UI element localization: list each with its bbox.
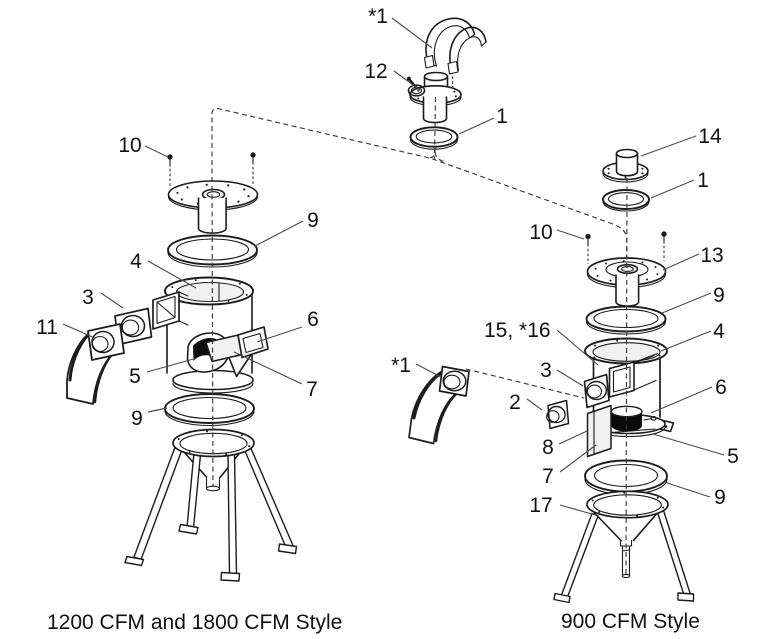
right-o-ring-upper (585, 305, 667, 335)
callout-top-oring: 1 (458, 105, 508, 135)
part-label-right-oring-lower: 9 (714, 486, 726, 509)
assembly-connector-lines (211, 107, 628, 399)
left-o-ring-lower (164, 393, 255, 427)
part-label-right-oring-top: 1 (697, 169, 709, 192)
callout-right-cap: 14 (640, 125, 722, 157)
part-label-right-oring-upper: 9 (713, 284, 725, 307)
callout-left-gasket: 3 (82, 286, 124, 309)
callout-right-elbow: *1 (391, 354, 442, 378)
callout-right-door: 8 (542, 430, 588, 459)
left-assembly (124, 152, 298, 582)
left-cyclone-body (152, 276, 269, 394)
callout-right-plate7: 7 (542, 444, 597, 488)
part-label-left-body: 4 (130, 250, 142, 273)
callout-right-oring-top: 1 (650, 169, 709, 199)
right-o-ring-top (602, 189, 650, 212)
o-ring-top-part (409, 126, 459, 150)
right-inlet-elbow (408, 365, 470, 445)
right-mounting-screws (585, 231, 667, 264)
hose-clamp-assembly (406, 17, 487, 160)
part-label-left-gasket: 3 (82, 286, 94, 309)
callout-right-body: 4 (660, 320, 725, 352)
callout-labels: *1 12 1 10 9 4 3 11 5 6 7 9 14 1 10 (36, 5, 739, 517)
part-label-left-plate: 7 (306, 378, 318, 401)
left-inlet-elbow (66, 323, 125, 405)
left-inlet-gasket (114, 307, 153, 346)
part-label-left-frame: 6 (307, 308, 319, 331)
part-label-left-oring-bottom: 9 (131, 407, 143, 430)
callout-right-flange: 5 (652, 433, 739, 468)
part-label-top-clamp: 12 (364, 60, 387, 83)
callout-left-elbow: 11 (36, 316, 96, 339)
clamp-fitting (406, 71, 462, 124)
part-label-right-baffle6: 6 (715, 376, 727, 399)
part-label-right-gasket: 3 (540, 359, 552, 382)
callout-top-hose: *1 (368, 5, 433, 49)
left-outlet-frame-6 (237, 326, 269, 359)
callout-left-oring-top: 9 (254, 209, 319, 247)
right-plug-2 (546, 399, 570, 430)
right-stand-17 (553, 490, 695, 604)
callout-right-plate13: 13 (662, 244, 724, 271)
callout-right-gasket: 3 (540, 359, 584, 387)
right-inlet-gasket (583, 373, 610, 409)
part-label-top-oring: 1 (496, 105, 508, 128)
part-label-right-plate7: 7 (542, 465, 554, 488)
callout-right-funnel: 15, *16 (484, 319, 599, 366)
callout-right-oring-lower: 9 (663, 481, 726, 509)
callout-left-plate: 7 (233, 351, 318, 401)
callout-right-screws: 10 (529, 221, 585, 244)
callout-right-plug: 2 (509, 391, 543, 414)
part-label-left-elbow: 11 (36, 316, 58, 339)
part-label-right-funnel: 15, *16 (484, 319, 551, 342)
hose-strap (423, 17, 487, 93)
callout-left-screws: 10 (118, 134, 169, 158)
callout-right-baffle6: 6 (650, 376, 727, 414)
part-label-right-elbow: *1 (391, 354, 411, 377)
callout-left-baffle: 5 (129, 357, 198, 388)
right-internal-funnel (608, 352, 659, 398)
callout-right-stand: 17 (529, 494, 600, 517)
part-label-right-body: 4 (713, 320, 725, 343)
left-inlet-port (152, 291, 189, 330)
caption-left-style: 1200 CFM and 1800 CFM Style (47, 611, 342, 634)
part-label-right-flange: 5 (727, 445, 739, 468)
part-label-right-plug: 2 (509, 391, 521, 414)
part-label-right-screws: 10 (529, 221, 552, 244)
part-label-right-cap: 14 (698, 125, 722, 148)
part-label-top-hose: *1 (368, 5, 388, 28)
callout-left-body: 4 (130, 250, 197, 289)
part-label-left-oring-top: 9 (307, 209, 319, 232)
left-mounting-screws (167, 152, 256, 186)
callout-left-oring-bottom: 9 (131, 407, 168, 430)
part-label-left-screws: 10 (118, 134, 141, 157)
part-label-right-stand: 17 (529, 494, 552, 517)
left-stand (124, 428, 298, 582)
right-assembly (553, 148, 695, 604)
part-label-right-door: 8 (542, 436, 554, 459)
right-neck (615, 274, 640, 307)
caption-right-style: 900 CFM Style (561, 610, 700, 633)
callout-top-clamp: 12 (364, 60, 421, 91)
callout-left-frame: 6 (256, 308, 319, 343)
part-label-right-plate13: 13 (700, 244, 723, 267)
part-label-left-baffle: 5 (129, 365, 141, 388)
callout-right-oring-upper: 9 (661, 284, 725, 314)
right-inlet-cap (602, 148, 649, 183)
